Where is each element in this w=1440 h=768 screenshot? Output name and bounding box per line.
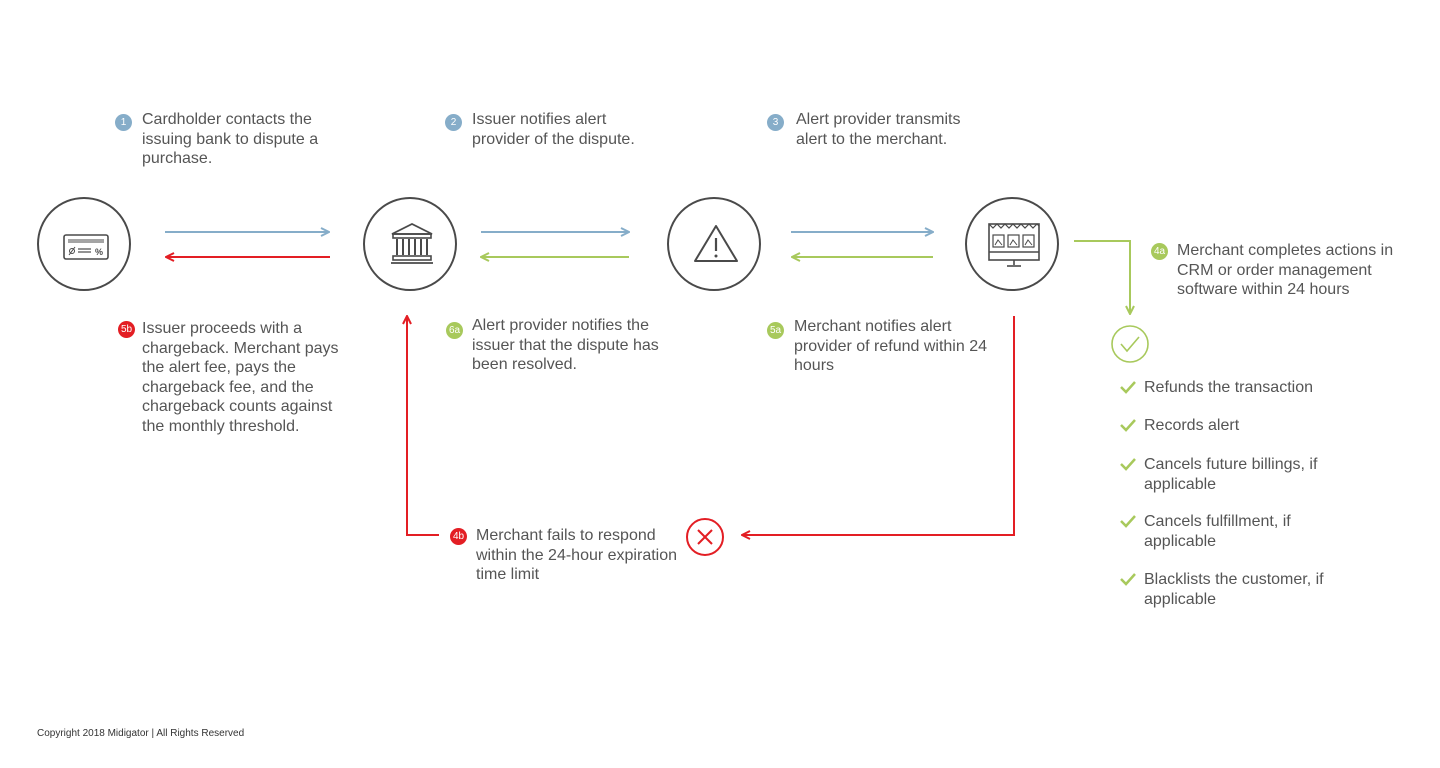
check-icon [1120,381,1136,394]
action-text: Records alert [1144,417,1240,434]
step-1-badge: 1 [115,114,132,131]
check-circle-icon [1111,325,1149,363]
step-5a-badge: 5a [767,322,784,339]
step-4a-badge: 4a [1151,243,1168,260]
step-5b-badge: 5b [118,321,135,338]
check-icon [1120,573,1136,586]
action-text: Refunds the transaction [1144,379,1313,396]
issuer-node [363,197,457,291]
step-5a-text: Merchant notifies alert provider of refu… [794,318,987,374]
step-3-badge: 3 [767,114,784,131]
warning-triangle-icon [694,225,738,262]
arrow-4a-merchant-to-actions [1074,240,1130,314]
bank-icon [391,222,433,264]
alert-provider-node [667,197,761,291]
merchant-node [965,197,1059,291]
action-text: Cancels future billings, if applicable [1144,456,1318,493]
check-icon [1120,515,1136,528]
check-icon [1120,419,1136,432]
step-4b-badge: 4b [450,528,467,545]
arrow-4b-to-issuer [407,316,439,536]
arrow-4b-merchant-to-failure [742,316,1015,535]
step-1-text: Cardholder contacts the issuing bank to … [142,111,319,167]
credit-card-icon: % [63,234,109,260]
action-text: Cancels fulfillment, if applicable [1144,513,1291,550]
action-text: Blacklists the customer, if applicable [1144,571,1324,608]
step-2-text: Issuer notifies alert provider of the di… [472,111,635,148]
x-circle-icon [686,518,724,556]
step-3-text: Alert provider transmits alert to the me… [796,111,961,148]
step-2-badge: 2 [445,114,462,131]
step-4a-text: Merchant completes actions in CRM or ord… [1177,242,1394,298]
cardholder-node: % [37,197,131,291]
copyright-footer: Copyright 2018 Midigator | All Rights Re… [37,728,245,739]
storefront-monitor-icon [988,223,1040,267]
step-6a-badge: 6a [446,322,463,339]
step-4b-text: Merchant fails to respond within the 24-… [476,527,678,583]
svg-text:%: % [95,247,103,257]
step-6a-text: Alert provider notifies the issuer that … [472,317,659,373]
step-5b-text: Issuer proceeds with a chargeback. Merch… [142,320,339,435]
check-icon [1120,458,1136,471]
